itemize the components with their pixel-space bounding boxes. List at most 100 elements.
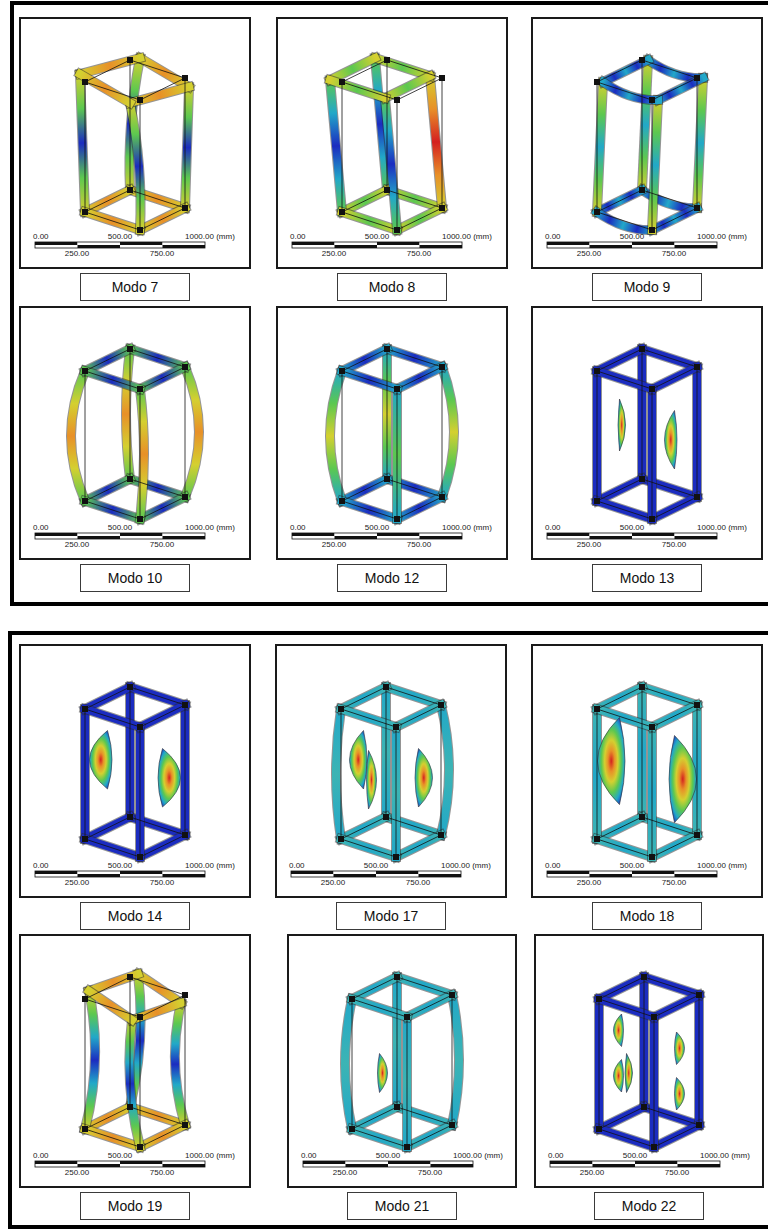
beam — [85, 709, 140, 727]
beam — [136, 727, 144, 857]
scale-segment — [78, 871, 121, 874]
beam — [140, 705, 185, 727]
frame-beams — [336, 687, 449, 857]
wire-line — [697, 78, 698, 208]
panel-bulge — [614, 1014, 624, 1047]
beam-outline — [85, 190, 130, 212]
wire-line — [85, 1107, 130, 1129]
scale-segment — [35, 874, 78, 877]
scale-segment — [431, 1161, 474, 1164]
wire-line — [85, 687, 130, 709]
corner-marker — [694, 832, 700, 838]
beam — [185, 87, 189, 208]
wire-line — [599, 1107, 644, 1129]
scale-segment — [388, 1164, 431, 1167]
mode-box: Modo 12 — [337, 564, 447, 592]
scale-value: 0.00 — [301, 1151, 317, 1160]
corner-marker — [439, 75, 445, 81]
beam-outline — [599, 1107, 644, 1129]
beam-outline — [647, 727, 657, 857]
beam-outline — [345, 999, 352, 1129]
beam-outline — [129, 1020, 140, 1147]
beam-outline — [138, 974, 181, 1003]
scale-segment — [547, 536, 590, 539]
wire-line — [697, 367, 698, 497]
beam-outline — [652, 208, 697, 230]
wire-line — [130, 60, 185, 78]
beam — [85, 839, 140, 857]
wire-line — [397, 977, 398, 1107]
corner-marker — [696, 1122, 702, 1128]
beam — [342, 501, 397, 519]
wire-line — [599, 999, 654, 1017]
beam — [85, 501, 140, 519]
corner-marker — [394, 1104, 400, 1110]
undeformed-wireframe — [349, 974, 455, 1150]
scale-segment — [163, 245, 206, 248]
scale-segment — [120, 871, 163, 874]
panel-bulge — [675, 1032, 685, 1065]
corner-marker — [649, 97, 655, 103]
wire-line — [597, 501, 652, 519]
scale-segment — [292, 245, 335, 248]
corner-marker — [394, 227, 400, 233]
scale-segment — [675, 536, 718, 539]
beam — [652, 100, 658, 230]
wire-line — [85, 817, 130, 839]
scale-segment — [635, 1164, 678, 1167]
beam — [652, 835, 697, 857]
corner-marker — [449, 992, 455, 998]
scale-segment — [632, 871, 675, 874]
beam — [407, 1125, 452, 1147]
scale-value: 750.00 — [406, 878, 430, 887]
wire-line — [441, 705, 442, 835]
wire-line — [352, 999, 407, 1017]
corner-marker — [439, 364, 445, 370]
corner-marker — [651, 1014, 657, 1020]
beam — [652, 705, 697, 727]
beam-outline — [135, 727, 145, 857]
corner-marker — [339, 498, 345, 504]
mode-box: Modo 17 — [336, 902, 446, 930]
scale-segment — [547, 871, 590, 874]
scale-value: 250.00 — [577, 540, 601, 549]
beam-outline — [430, 76, 442, 208]
corner-marker — [439, 494, 445, 500]
wire-line — [642, 60, 643, 190]
beam — [407, 995, 452, 1017]
wire-line — [642, 687, 697, 705]
scale-value: 1000.00 (mm) — [185, 232, 235, 241]
beam — [130, 103, 141, 230]
beam-outline — [387, 349, 442, 367]
beam-outline — [639, 977, 649, 1107]
beam-outline — [382, 349, 392, 479]
beam-outline — [71, 371, 85, 501]
corner-marker — [649, 854, 655, 860]
mode-box: Modo 10 — [80, 564, 190, 592]
beam — [597, 501, 652, 519]
beam — [638, 349, 646, 479]
beam-outline — [342, 501, 397, 519]
beam-outline — [342, 190, 387, 212]
wire-line — [140, 367, 185, 389]
panel-bulge — [350, 731, 368, 790]
scale-segment — [419, 871, 462, 874]
scale-value: 250.00 — [580, 1168, 604, 1177]
scale-value: 750.00 — [662, 249, 686, 258]
wire-line — [654, 1017, 655, 1147]
wire-line — [85, 371, 140, 389]
beam-outline — [342, 479, 387, 501]
scale-segment — [675, 874, 718, 877]
scale-segment — [35, 533, 78, 536]
wire-line — [397, 367, 442, 389]
beam-outline — [654, 995, 699, 1017]
beam-outline — [352, 999, 407, 1017]
corner-marker — [339, 368, 345, 374]
beam — [599, 1107, 644, 1129]
scale-value: 500.00 — [620, 523, 644, 532]
wire-line — [130, 687, 131, 817]
frame-beams — [597, 349, 697, 519]
corner-marker — [137, 386, 143, 392]
corner-marker — [438, 832, 444, 838]
scale-value: 500.00 — [620, 861, 644, 870]
